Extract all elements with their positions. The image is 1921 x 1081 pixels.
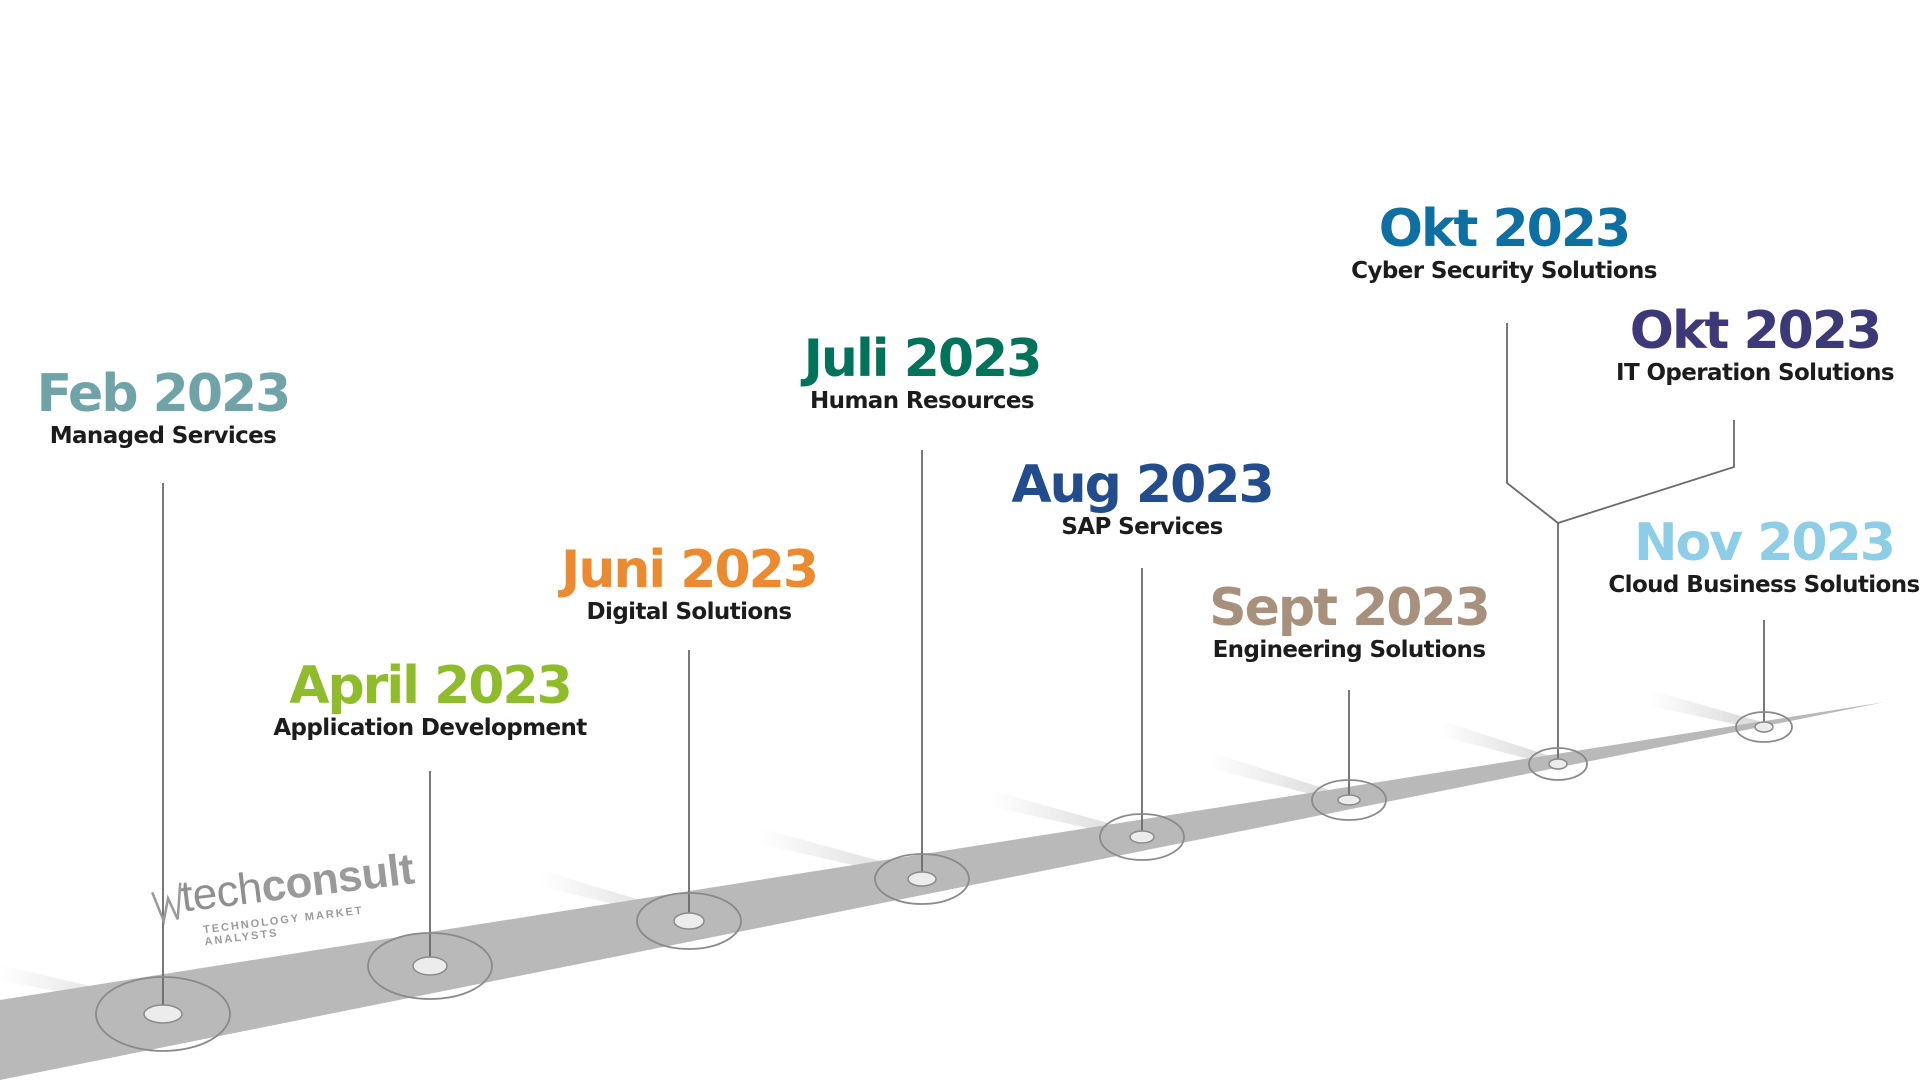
milestone-marker-ring <box>367 932 493 1000</box>
milestone-marker-ring <box>95 976 231 1052</box>
milestone-marker-ring <box>1099 813 1185 861</box>
milestone-date: Sept 2023 <box>1209 578 1491 638</box>
milestone-label: Okt 2023 IT Operation Solutions <box>1616 301 1895 387</box>
milestone-marker-dot <box>143 1004 183 1024</box>
milestone-label: Okt 2023 Cyber Security Solutions <box>1351 201 1657 285</box>
milestone-label: April 2023 Application Development <box>273 656 587 742</box>
milestone-stems <box>162 323 1765 1014</box>
milestone-marker-dot <box>1548 758 1568 770</box>
milestone-marker-dot <box>673 912 705 930</box>
techconsult-logo: techconsult TECHNOLOGY MARKET ANALYSTS <box>148 842 436 956</box>
milestone-stem-fork-right <box>1557 420 1735 524</box>
milestone-marker-ring <box>1311 779 1387 821</box>
milestone-label: Nov 2023 Cloud Business Solutions <box>1608 513 1920 599</box>
milestone-marker-dot <box>1754 721 1774 733</box>
milestone-date: Nov 2023 <box>1634 513 1896 573</box>
milestone-topic: SAP Services <box>1061 514 1223 540</box>
milestone-topic: Human Resources <box>810 388 1035 414</box>
road-shadow-streak <box>1650 690 1762 730</box>
milestone-marker-dot <box>1337 794 1361 806</box>
logo-mark-icon <box>151 882 182 926</box>
milestone-marker-dot <box>907 871 937 887</box>
milestone-date: Juli 2023 <box>803 329 1043 389</box>
milestone-marker-ring <box>636 892 742 950</box>
milestone-marker-dot <box>412 956 448 976</box>
milestone-marker-ring <box>1735 711 1793 743</box>
milestone-marker-dot <box>1129 830 1155 844</box>
milestone-topic: Application Development <box>273 715 587 741</box>
road-shadows <box>0 690 1762 1008</box>
milestone-topic: Digital Solutions <box>586 599 793 625</box>
milestone-label: Feb 2023 Managed Services <box>36 364 292 450</box>
milestone-label: Aug 2023 SAP Services <box>1011 455 1274 541</box>
road-shadow-streak <box>1440 720 1556 766</box>
milestone-markers <box>95 711 1793 1052</box>
milestone-date: Juni 2023 <box>560 540 819 600</box>
milestone-marker-ring <box>874 853 970 905</box>
milestone-date: April 2023 <box>289 656 573 716</box>
milestone-topic: Managed Services <box>49 423 277 449</box>
milestone-date: Okt 2023 <box>1378 199 1631 259</box>
milestone-topic: Cloud Business Solutions <box>1608 572 1920 598</box>
milestone-topic: Cyber Security Solutions <box>1351 258 1657 284</box>
milestone-marker-ring <box>1528 747 1588 781</box>
logo-brand-light: tech <box>178 863 265 922</box>
timeline-road <box>0 702 1885 1080</box>
milestone-label: Juni 2023 Digital Solutions <box>560 540 819 626</box>
milestone-stem-fork-left <box>1506 323 1559 764</box>
road-shadow-streak <box>1210 752 1345 803</box>
milestone-date: Feb 2023 <box>36 364 292 424</box>
milestone-label: Juli 2023 Human Resources <box>803 329 1043 415</box>
milestone-date: Aug 2023 <box>1011 455 1274 515</box>
milestone-label: Sept 2023 Engineering Solutions <box>1209 578 1491 664</box>
milestone-topic: Engineering Solutions <box>1212 637 1486 663</box>
milestone-topic: IT Operation Solutions <box>1616 360 1895 386</box>
milestone-date: Okt 2023 <box>1629 301 1882 361</box>
